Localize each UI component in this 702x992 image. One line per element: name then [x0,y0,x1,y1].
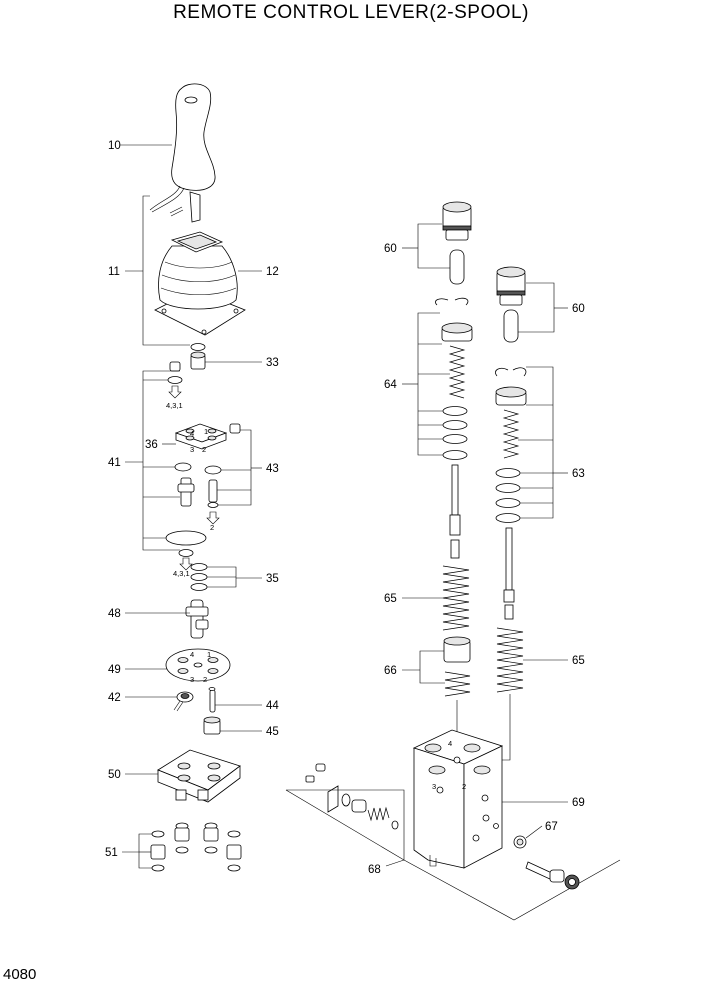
callout-63: 63 [572,468,585,480]
callout-43: 43 [266,463,279,475]
body-mark-4: 4 [448,739,452,748]
part-48-universal-joint [185,599,209,639]
part-60-right [496,266,526,343]
note-4-3-1-lower: 4,3,1 [173,569,190,578]
part-50-plate [157,749,241,803]
port-mark-4: 4 [190,429,194,438]
part-51-seals [150,822,242,872]
callout-36: 36 [145,439,158,451]
callout-60-left: 60 [384,243,397,255]
callout-48: 48 [108,608,121,620]
body-mark-3: 3 [432,782,436,791]
callout-69: 69 [572,797,585,809]
disk-mark-2: 2 [203,675,207,684]
page-title: REMOTE CONTROL LEVER(2-SPOOL) [173,2,529,23]
part-63-stack [495,367,527,620]
page-number: 4080 [3,966,37,983]
port-mark-2: 2 [202,445,206,454]
port-mark-3: 3 [190,445,194,454]
part-64-stack [435,297,473,559]
callout-68: 68 [368,864,381,876]
callout-51: 51 [105,847,118,859]
callout-49: 49 [108,664,121,676]
callout-33: 33 [266,357,279,369]
body-mark-2: 2 [462,782,466,791]
part-33 [190,351,206,370]
note-2: 2 [210,523,214,532]
part-49-disk [165,648,231,682]
part-60-left [442,201,472,285]
callout-41: 41 [108,457,121,469]
callout-35: 35 [266,573,279,585]
callout-10: 10 [108,140,121,152]
part-42 [173,691,194,712]
callout-12: 12 [266,266,279,278]
callout-65-right: 65 [572,655,585,667]
callout-64: 64 [384,379,397,391]
disk-mark-4: 4 [190,650,194,659]
callout-42: 42 [108,692,121,704]
rubber-boot [154,231,246,336]
port-mark-1: 1 [204,427,208,436]
callout-11: 11 [108,266,120,278]
grip-handle [149,83,216,223]
part-41-stack [165,361,228,571]
part-69-valve-body [412,729,504,869]
callout-50: 50 [108,769,121,781]
callout-44: 44 [266,700,279,712]
part-45-bushing [203,716,221,735]
part-67 [513,835,527,849]
side-plug [525,861,580,890]
callout-65-left: 65 [384,593,397,605]
part-44-pin [208,687,216,713]
callout-45: 45 [266,726,279,738]
callout-66: 66 [384,665,397,677]
callout-67: 67 [545,821,558,833]
part-35-rings [190,563,208,591]
note-4-3-1-upper: 4,3,1 [166,401,183,410]
part-66 [443,636,471,697]
disk-mark-1: 1 [207,650,211,659]
disk-mark-3: 3 [190,675,194,684]
part-68-side-parts [305,763,399,830]
callout-60-right: 60 [572,303,585,315]
